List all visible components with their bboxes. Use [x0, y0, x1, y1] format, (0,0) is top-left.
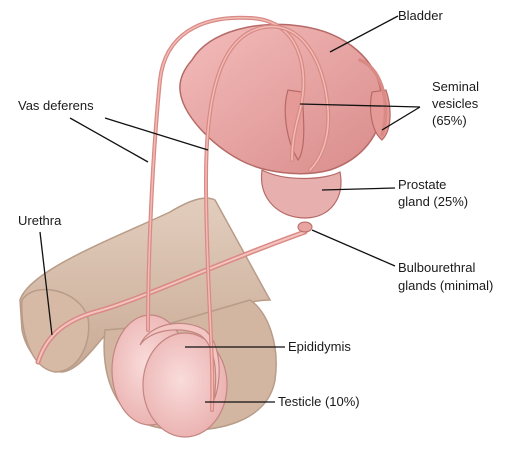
- label-testicle: Testicle (10%): [278, 394, 360, 409]
- label-epididymis: Epididymis: [288, 339, 351, 354]
- label-seminal-line1: Seminal: [432, 79, 479, 94]
- label-bulbourethral-line1: Bulbourethral: [398, 260, 475, 275]
- label-bladder: Bladder: [398, 8, 443, 23]
- label-bulbourethral-line2: glands (minimal): [398, 278, 493, 293]
- bulbourethral-gland: [298, 222, 312, 232]
- label-prostate-line1: Prostate: [398, 177, 446, 192]
- label-seminal-line2: vesicles: [432, 96, 479, 111]
- prostate-gland: [262, 170, 341, 218]
- label-prostate-line2: gland (25%): [398, 194, 468, 209]
- label-vas-deferens: Vas deferens: [18, 98, 94, 113]
- label-seminal-line3: (65%): [432, 113, 467, 128]
- label-urethra: Urethra: [18, 213, 62, 228]
